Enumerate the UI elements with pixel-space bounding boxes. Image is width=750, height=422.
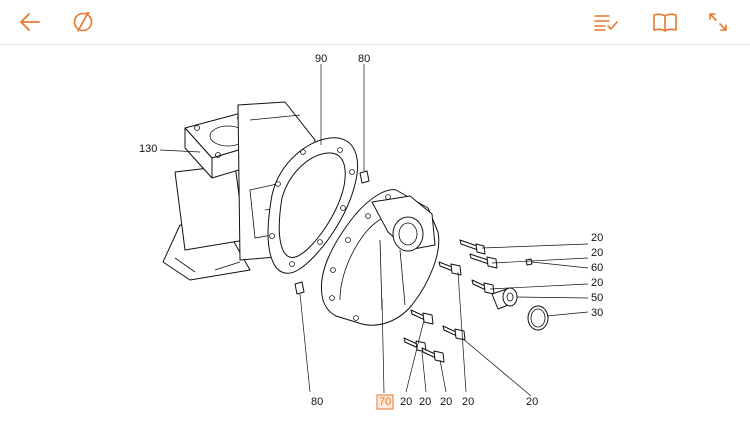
compass-icon [73,12,93,32]
callout-label[interactable]: 20 [419,396,431,408]
callout-label[interactable]: 20 [440,396,452,408]
callout-label[interactable]: 20 [526,396,538,408]
callout-label[interactable]: 20 [591,232,603,244]
parts-list-button[interactable] [590,6,622,38]
callout-label[interactable]: 20 [591,277,603,289]
leader-lines [159,64,589,397]
callout-label[interactable]: 60 [591,262,603,274]
pump-cover-part[interactable] [320,189,440,326]
bolt-part[interactable] [459,239,486,255]
gasket-part[interactable] [267,137,358,274]
bushing-part[interactable] [491,287,518,310]
o-ring-part[interactable] [527,305,549,331]
callout-label[interactable]: 80 [358,53,370,65]
fullscreen-button[interactable] [702,6,734,38]
callout-label[interactable]: 20 [462,396,474,408]
plug-part[interactable] [525,258,533,266]
back-button[interactable] [14,6,46,38]
manual-button[interactable] [649,6,681,38]
bolt-part[interactable] [410,309,434,325]
selected-callout-highlight [376,394,394,410]
book-open-icon [653,13,677,32]
callout-label[interactable]: 20 [591,247,603,259]
callout-label[interactable]: 80 [311,396,323,408]
bolt-part[interactable] [421,347,445,363]
selected-callout-label[interactable]: 70 [379,396,391,408]
expand-arrows-icon [709,13,727,31]
exploded-parts-diagram: 90 80 130 80 70 20 20 20 20 20 20 20 60 … [139,53,603,410]
bolt-part[interactable] [469,253,498,269]
dowel-pin-bottom-part[interactable] [294,281,305,295]
navigator-button[interactable] [67,6,99,38]
callout-label[interactable]: 20 [400,396,412,408]
callout-labels: 90 80 130 80 70 20 20 20 20 20 20 20 60 … [139,53,603,410]
toolbar [0,0,750,45]
callout-label[interactable]: 90 [315,53,327,65]
callout-label[interactable]: 50 [591,292,603,304]
bolt-part[interactable] [438,261,462,276]
checklist-icon [594,15,618,31]
arrow-left-icon [20,13,40,31]
callout-label[interactable]: 130 [139,143,157,155]
callout-label[interactable]: 30 [591,307,603,319]
dowel-pin-top-part[interactable] [359,170,370,184]
bolt-part[interactable] [471,279,495,295]
